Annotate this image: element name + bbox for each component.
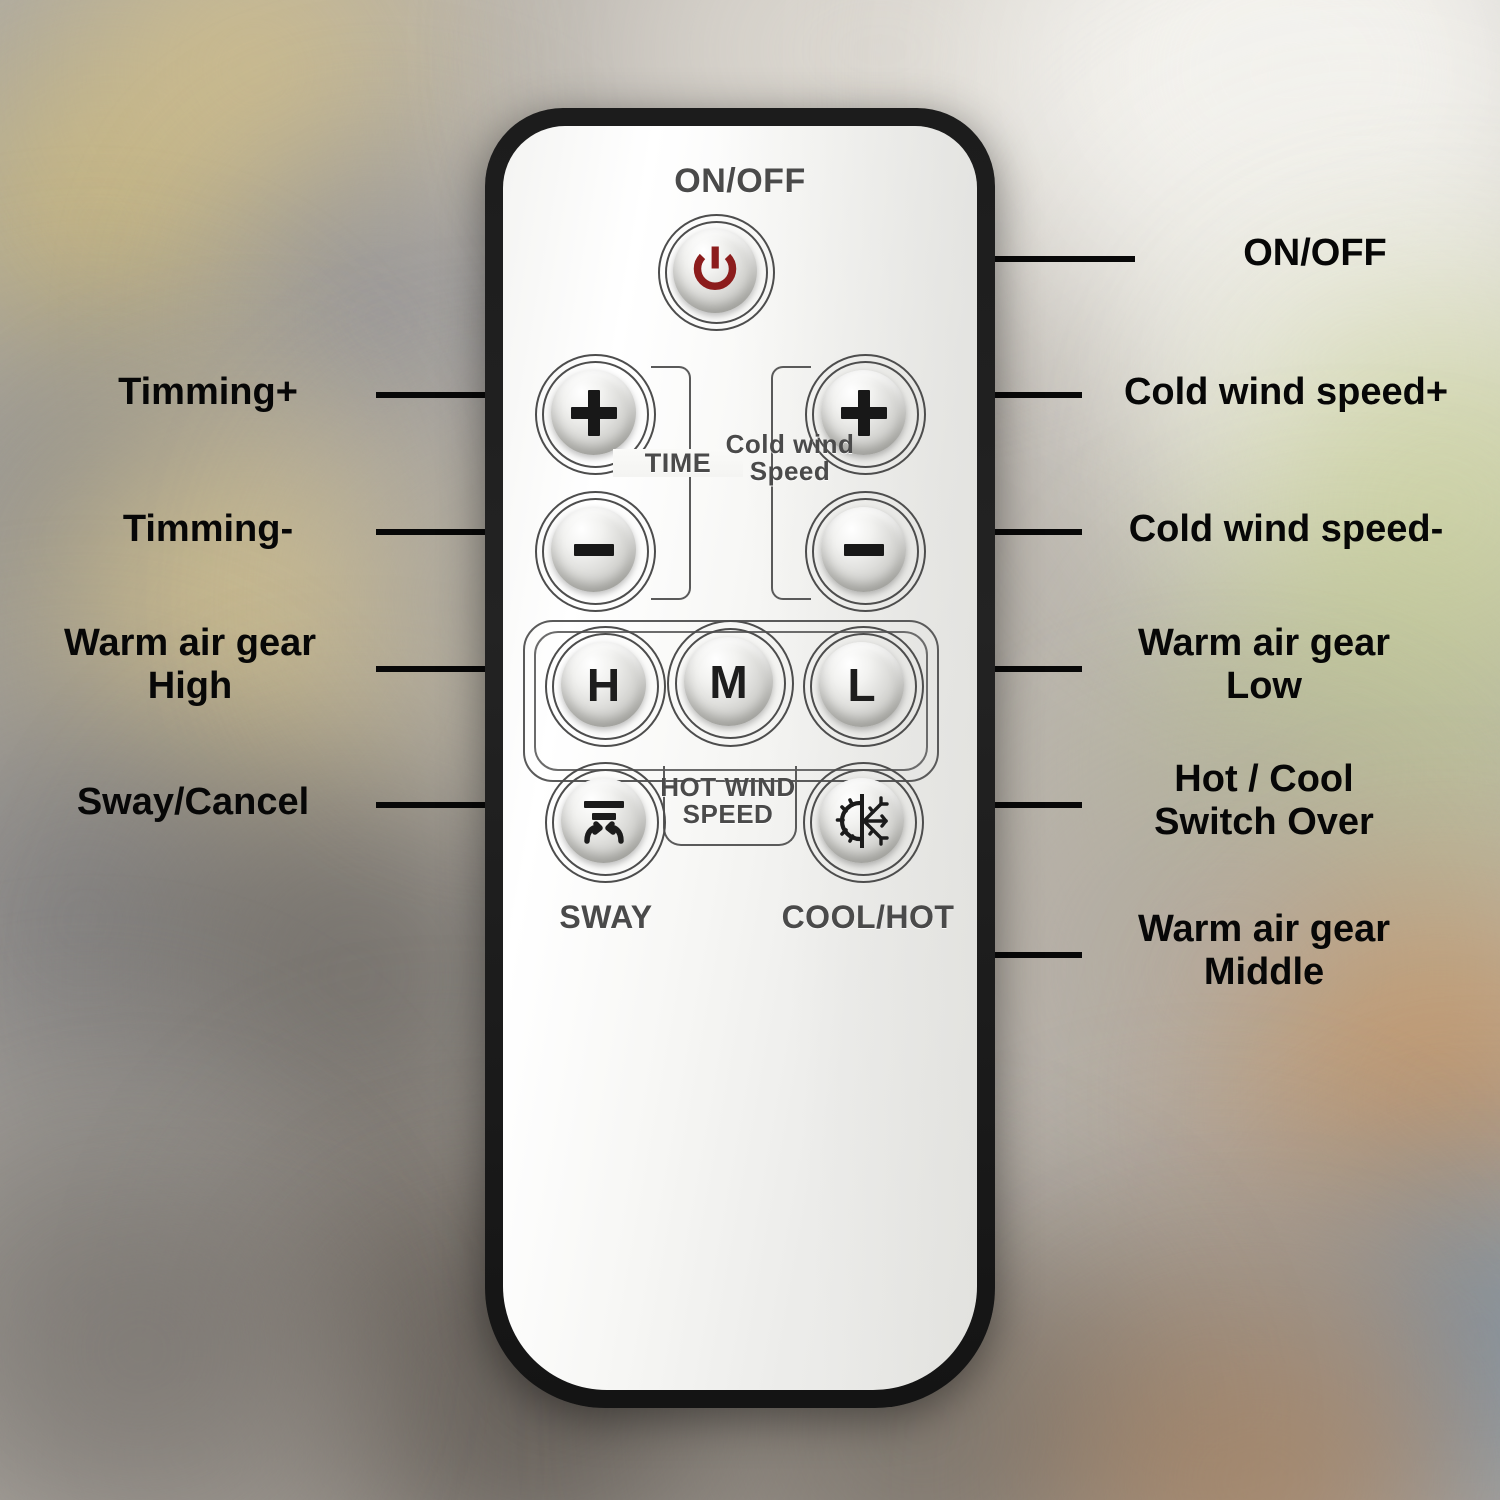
callout-warm-air-gear-high: Warm air gear High	[63, 622, 317, 707]
power-button-outer-ring	[658, 214, 775, 331]
callout-warm-air-gear-low: Warm air gear Low	[1137, 622, 1391, 707]
cold-wind-plus-mid-ring	[812, 361, 919, 468]
low-button-cap[interactable]: L	[819, 642, 904, 727]
power-icon	[693, 246, 737, 290]
cool-hot-outer-ring	[803, 762, 924, 883]
high-button-cap[interactable]: H	[561, 642, 646, 727]
callout-cold-wind-speed-minus: Cold wind speed-	[1128, 508, 1444, 550]
time-minus-outer-ring	[535, 491, 656, 612]
cool-hot-button[interactable]	[803, 762, 925, 884]
panel-label-time: TIME	[613, 449, 743, 477]
minus-icon	[571, 527, 617, 573]
callout-hot-cool-switch-over: Hot / Cool Switch Over	[1154, 758, 1374, 843]
cold-wind-minus-outer-ring	[805, 491, 926, 612]
warm-air-middle-button[interactable]: M	[667, 620, 795, 748]
high-outer-ring	[545, 626, 666, 747]
high-label: H	[586, 658, 621, 711]
cold-wind-minus-button[interactable]	[805, 491, 927, 613]
leader-line-timming-minus	[376, 529, 580, 535]
callout-sway-cancel: Sway/Cancel	[76, 781, 310, 823]
middle-outer-ring	[667, 620, 794, 747]
cold-wind-minus-cap[interactable]	[821, 507, 906, 592]
cool-hot-button-cap[interactable]	[819, 778, 904, 863]
low-label: L	[847, 658, 876, 711]
panel-label-onoff: ON/OFF	[674, 162, 806, 200]
low-outer-ring	[803, 626, 924, 747]
panel-label-cold-wind-speed: Cold wind Speed	[725, 429, 855, 487]
sun-snowflake-icon	[835, 793, 889, 848]
power-button[interactable]	[658, 214, 776, 332]
callout-timming-plus: Timming+	[118, 371, 298, 413]
time-group-bracket	[651, 366, 691, 600]
leader-line-hot-cool-switch-over	[912, 802, 1082, 808]
remote-face-panel: ON/OFF	[503, 126, 977, 1390]
time-plus-outer-ring	[535, 354, 656, 475]
power-button-mid-ring	[665, 221, 768, 324]
cold-wind-group-bracket	[771, 366, 811, 600]
cold-wind-minus-mid-ring	[812, 498, 919, 605]
cool-hot-mid-ring	[810, 769, 917, 876]
minus-icon	[841, 527, 887, 573]
leader-line-timming-plus	[376, 392, 580, 398]
middle-button-cap[interactable]: M	[684, 637, 773, 726]
cold-wind-plus-button[interactable]	[805, 354, 927, 476]
panel-label-cool-hot: COOL/HOT	[781, 899, 955, 935]
panel-label-sway: SWAY	[559, 899, 653, 935]
sway-button[interactable]	[545, 762, 667, 884]
plus-icon	[570, 389, 617, 436]
time-plus-cap[interactable]	[551, 370, 636, 455]
cold-wind-line-1: Cold wind Speed	[725, 429, 855, 487]
leader-line-sway-cancel	[376, 802, 580, 808]
hot-wind-speed-label-box	[663, 766, 797, 846]
power-button-cap[interactable]	[673, 229, 757, 313]
panel-label-hot-wind-speed: HOT WIND SPEED	[660, 772, 796, 830]
cold-wind-plus-outer-ring	[805, 354, 926, 475]
remote-control: ON/OFF	[485, 108, 995, 1408]
time-minus-cap[interactable]	[551, 507, 636, 592]
callout-timming-minus: Timming-	[122, 508, 294, 550]
leader-line-warm-air-gear-high	[376, 666, 580, 672]
cold-wind-plus-cap[interactable]	[821, 370, 906, 455]
time-minus-mid-ring	[542, 498, 649, 605]
time-plus-mid-ring	[542, 361, 649, 468]
sway-button-cap[interactable]	[561, 778, 646, 863]
high-mid-ring	[552, 633, 659, 740]
callout-warm-air-gear-middle: Warm air gear Middle	[1137, 908, 1391, 993]
plus-icon	[840, 389, 887, 436]
sway-outer-ring	[545, 762, 666, 883]
callout-cold-wind-speed-plus: Cold wind speed+	[1123, 371, 1449, 413]
warm-air-low-button[interactable]: L	[803, 626, 925, 748]
sway-mid-ring	[552, 769, 659, 876]
callout-on-off: ON/OFF	[1243, 232, 1387, 274]
sway-icon	[583, 800, 624, 844]
time-minus-button[interactable]	[535, 491, 657, 613]
warm-air-high-button[interactable]: H	[545, 626, 667, 748]
low-mid-ring	[810, 633, 917, 740]
time-plus-button[interactable]	[535, 354, 657, 476]
middle-mid-ring	[675, 628, 786, 739]
middle-label: M	[709, 655, 748, 708]
